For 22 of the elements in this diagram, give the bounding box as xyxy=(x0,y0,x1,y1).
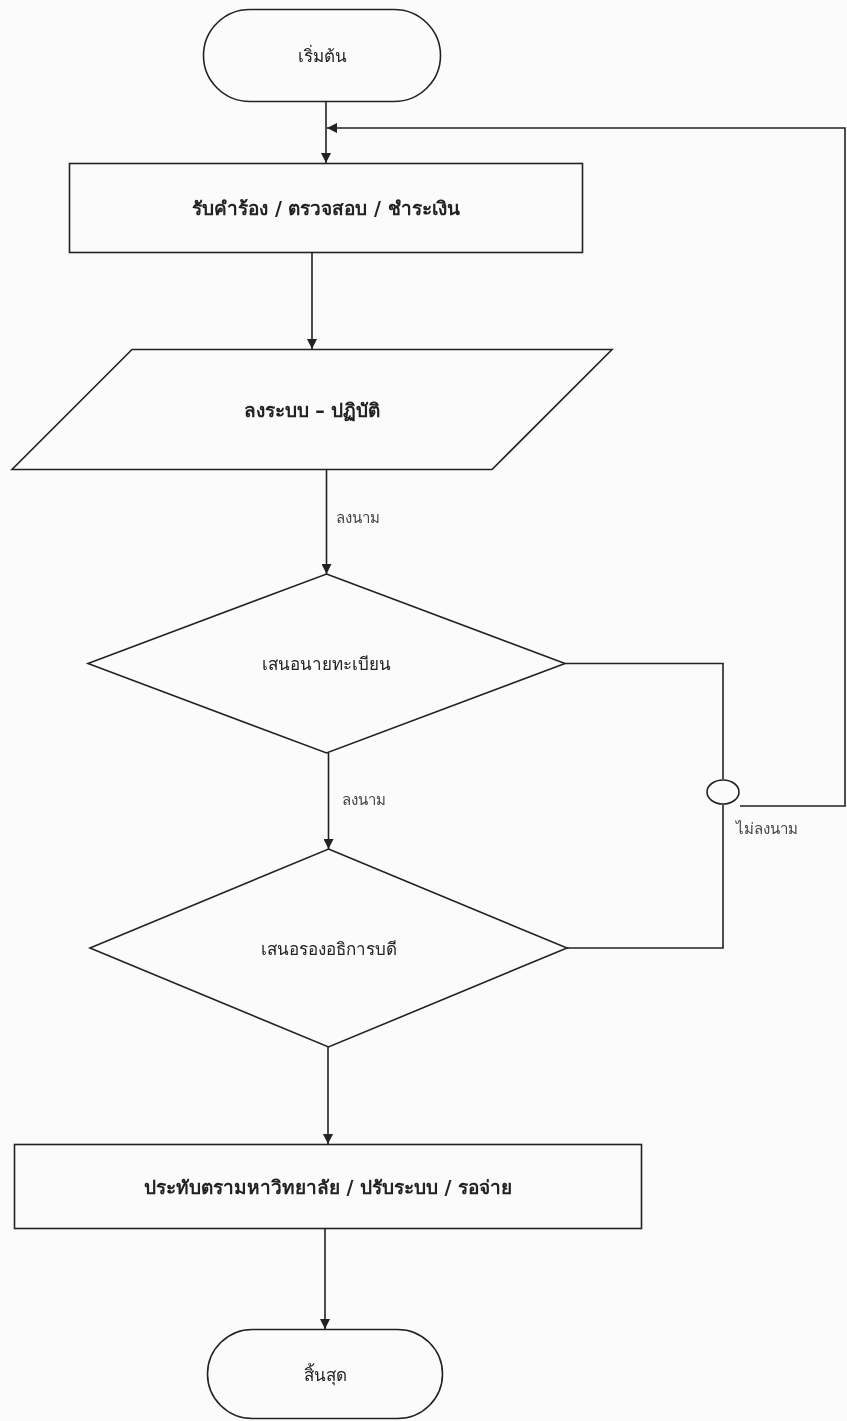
node-label: เสนอรองอธิการบดี xyxy=(260,937,397,961)
decision-diamond xyxy=(88,574,565,753)
process-box xyxy=(14,1144,642,1229)
arrow xyxy=(326,123,846,807)
arrow xyxy=(307,252,317,350)
data-parallelogram xyxy=(12,349,612,470)
arrow xyxy=(321,101,331,164)
node-label: ประทับตรามหาวิทยาลัย / ปรับระบบ / รอจ่าย xyxy=(143,1174,513,1200)
node-label: เสนอนายทะเบียน xyxy=(262,653,391,676)
connector-circle xyxy=(706,779,740,805)
arrow xyxy=(323,752,334,850)
node-label: ลงระบบ – ปฏิบัติ xyxy=(243,397,381,424)
decision-diamond xyxy=(90,849,567,1047)
process-box xyxy=(69,163,583,253)
connector-line xyxy=(566,804,724,949)
arrow xyxy=(323,1046,333,1145)
node-label: สิ้นสุด xyxy=(303,1362,347,1388)
connector-line xyxy=(564,662,724,780)
arrow xyxy=(321,469,332,575)
node-label: เริ่มต้น xyxy=(297,43,347,68)
arrow xyxy=(320,1228,330,1330)
node-label: รับคำร้อง / ตรวจสอบ / ชำระเงิน xyxy=(192,196,460,221)
